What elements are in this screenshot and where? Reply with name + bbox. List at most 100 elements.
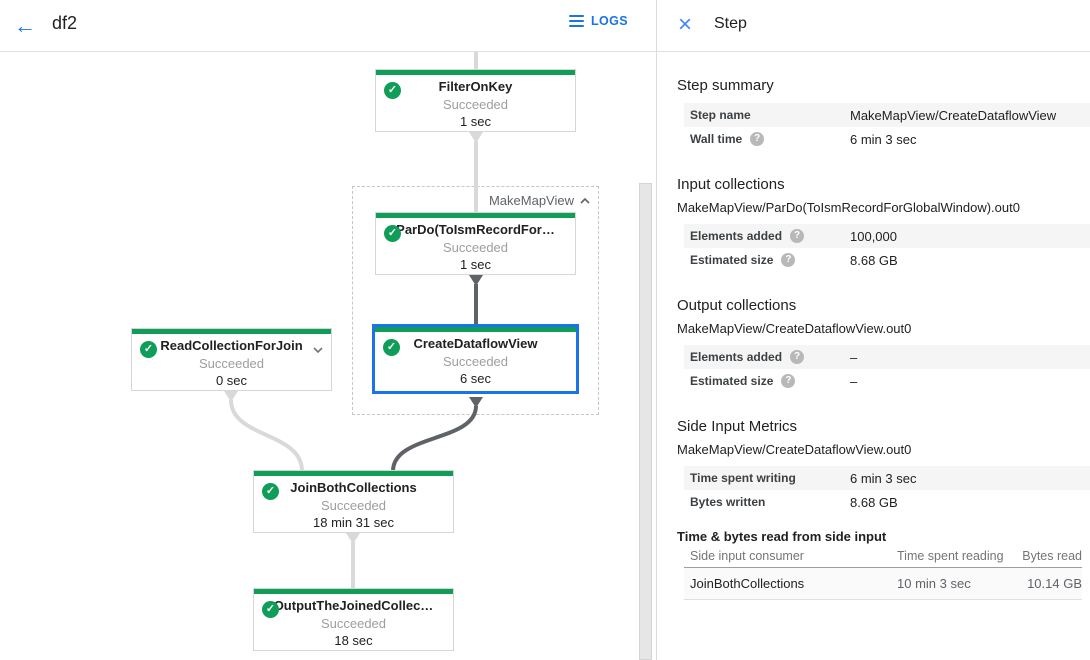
detail-row-estimated-size: Estimated size ? 8.68 GB (684, 248, 1090, 272)
row-value: – (850, 349, 858, 365)
group-collapse-toggle[interactable]: MakeMapView (489, 193, 590, 208)
col-header-consumer: Side input consumer (690, 549, 804, 563)
success-check-icon: ✓ (383, 339, 400, 356)
row-label: Elements added (690, 350, 783, 364)
table-header-row: Side input consumer Time spent reading B… (684, 545, 1082, 568)
node-status: Succeeded (442, 354, 509, 369)
detail-panel-header: × Step (657, 0, 1090, 52)
cell-bytes-read: 10.14 GB (1027, 576, 1082, 591)
section-heading-step-summary: Step summary (677, 77, 774, 94)
row-value: 100,000 (850, 228, 897, 244)
cell-consumer: JoinBothCollections (690, 576, 805, 591)
row-label: Wall time (690, 132, 743, 146)
step-node-filteronkey[interactable]: ✓ FilterOnKey Succeeded 1 sec (375, 69, 576, 132)
success-check-icon: ✓ (262, 601, 279, 618)
node-status-bar (132, 329, 331, 334)
output-collection-name: MakeMapView/CreateDataflowView.out0 (677, 321, 912, 336)
row-value: – (850, 373, 858, 389)
job-title: df2 (52, 13, 78, 33)
graph-edges (224, 52, 483, 589)
job-graph-canvas[interactable]: MakeMapView (0, 52, 656, 660)
back-arrow-icon[interactable]: ← (14, 13, 36, 38)
node-time: 0 sec (215, 373, 248, 388)
row-label: Estimated size (690, 374, 774, 388)
help-icon[interactable]: ? (790, 229, 805, 243)
node-title: OutputTheJoinedCollec… (273, 598, 434, 613)
help-icon[interactable]: ? (750, 132, 765, 146)
node-status-bar (375, 327, 576, 332)
node-status-bar (376, 213, 575, 218)
side-input-table-heading: Time & bytes read from side input (677, 529, 887, 544)
node-time: 1 sec (459, 114, 492, 129)
detail-row-elements-added: Elements added ? 100,000 (684, 224, 1090, 248)
logs-button-label: LOGS (590, 14, 628, 28)
node-title: ReadCollectionForJoin (160, 338, 303, 353)
node-status: Succeeded (198, 356, 265, 371)
node-title: CreateDataflowView (413, 336, 538, 351)
node-status-bar (254, 471, 453, 476)
node-status-bar (376, 70, 575, 75)
step-node-pardo[interactable]: ✓ ParDo(ToIsmRecordFor… Succeeded 1 sec (375, 212, 576, 275)
node-time: 18 sec (334, 633, 373, 648)
row-value: 6 min 3 sec (850, 470, 917, 486)
section-heading-output-collections: Output collections (677, 297, 797, 314)
step-node-joinbothcollections[interactable]: ✓ JoinBothCollections Succeeded 18 min 3… (253, 470, 454, 533)
side-input-collection-name: MakeMapView/CreateDataflowView.out0 (677, 442, 912, 457)
panel-title: Step (714, 15, 747, 32)
row-value: MakeMapView/CreateDataflowView (850, 107, 1057, 123)
table-row: JoinBothCollections 10 min 3 sec 10.14 G… (684, 568, 1082, 600)
close-icon[interactable]: × (677, 11, 692, 38)
step-node-readcollectionforjoin[interactable]: ✓ ReadCollectionForJoin Succeeded 0 sec (131, 328, 332, 391)
help-icon[interactable]: ? (781, 253, 796, 267)
cell-time-reading: 10 min 3 sec (897, 576, 971, 591)
row-value: 6 min 3 sec (850, 131, 917, 147)
detail-row-estimated-size: Estimated size ? – (684, 369, 1090, 393)
node-status: Succeeded (320, 616, 387, 631)
step-node-outputthejoined[interactable]: ✓ OutputTheJoinedCollec… Succeeded 18 se… (253, 588, 454, 651)
node-status: Succeeded (442, 240, 509, 255)
success-check-icon: ✓ (384, 225, 401, 242)
success-check-icon: ✓ (262, 483, 279, 500)
row-value: 8.68 GB (850, 494, 898, 510)
chevron-down-icon[interactable] (313, 340, 323, 358)
detail-row-step-name: Step name MakeMapView/CreateDataflowView (684, 103, 1090, 127)
node-title: ParDo(ToIsmRecordFor… (396, 222, 555, 237)
detail-row-wall-time: Wall time ? 6 min 3 sec (684, 127, 1090, 151)
section-heading-input-collections: Input collections (677, 176, 785, 193)
detail-row-bytes-written: Bytes written 8.68 GB (684, 490, 1090, 514)
chevron-up-icon (580, 197, 590, 204)
step-detail-panel: × Step Step summary Step name MakeMapVie… (657, 0, 1090, 660)
graph-scrollbar-thumb[interactable] (639, 183, 652, 660)
row-value: 8.68 GB (850, 252, 898, 268)
detail-panel-body: Step summary Step name MakeMapView/Creat… (657, 77, 1090, 600)
logs-list-icon (568, 14, 584, 28)
step-node-createdataflowview-selected[interactable]: ✓ CreateDataflowView Succeeded 6 sec (372, 324, 579, 394)
row-label: Step name (690, 108, 751, 122)
panel-divider (656, 0, 657, 660)
node-title: JoinBothCollections (290, 480, 417, 495)
detail-row-elements-added: Elements added ? – (684, 345, 1090, 369)
help-icon[interactable]: ? (790, 350, 805, 364)
node-title: FilterOnKey (438, 79, 513, 94)
col-header-bytes-read: Bytes read (1022, 549, 1082, 563)
node-time: 18 min 31 sec (313, 515, 394, 530)
success-check-icon: ✓ (384, 82, 401, 99)
node-time: 1 sec (459, 257, 492, 272)
node-status: Succeeded (320, 498, 387, 513)
col-header-time-reading: Time spent reading (897, 549, 1004, 563)
row-label: Time spent writing (690, 471, 796, 485)
group-label: MakeMapView (488, 193, 574, 208)
node-status-bar (254, 589, 453, 594)
help-icon[interactable]: ? (781, 374, 796, 388)
logs-button[interactable]: LOGS (568, 14, 628, 28)
row-label: Elements added (690, 229, 783, 243)
side-input-table: Side input consumer Time spent reading B… (684, 545, 1082, 600)
graph-header: ← df2 LOGS (0, 0, 656, 52)
success-check-icon: ✓ (140, 341, 157, 358)
node-time: 6 sec (459, 371, 492, 386)
node-status: Succeeded (442, 97, 509, 112)
row-label: Estimated size (690, 253, 774, 267)
row-label: Bytes written (690, 495, 766, 509)
section-heading-side-input-metrics: Side Input Metrics (677, 418, 798, 435)
